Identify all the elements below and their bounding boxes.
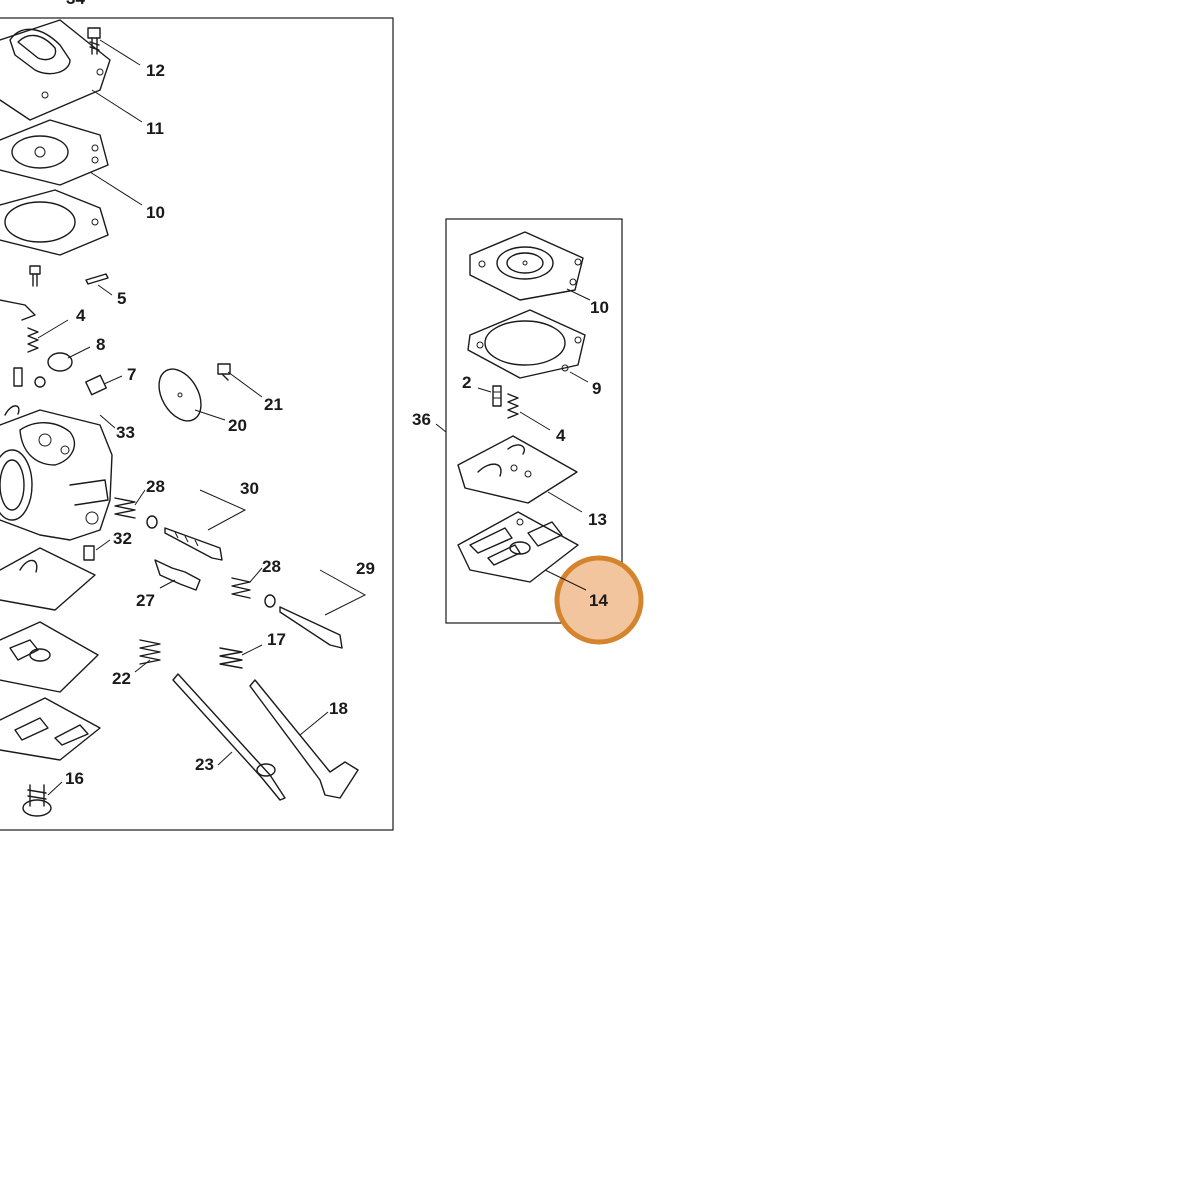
label-7: 7 — [127, 365, 136, 384]
part-gasket-9-main — [0, 189, 109, 256]
highlight-ring-14[interactable] — [554, 555, 644, 645]
needle-27 — [154, 559, 201, 591]
label-28-top: 28 — [146, 477, 165, 496]
label-34: 34 — [66, 0, 85, 8]
main-labels: 34 12 11 10 5 4 8 7 21 20 33 28 30 32 28… — [65, 0, 375, 788]
label-kit-4: 4 — [556, 426, 566, 445]
shaft-18 — [249, 679, 359, 799]
kit-leader-13 — [547, 491, 583, 513]
kit-inlet-needle-2 — [492, 385, 502, 407]
pin-5 — [85, 273, 109, 285]
label-20: 20 — [228, 416, 247, 435]
kit-gasket-9 — [467, 309, 586, 379]
label-21: 21 — [264, 395, 283, 414]
spring-4-main — [27, 327, 39, 353]
kit-leader-4 — [519, 411, 551, 431]
label-kit-2: 2 — [462, 373, 471, 392]
label-16: 16 — [65, 769, 84, 788]
label-5: 5 — [117, 289, 126, 308]
o-ring-a — [146, 515, 158, 529]
clip — [4, 405, 20, 416]
label-33: 33 — [116, 423, 135, 442]
spring-17 — [219, 647, 243, 669]
kit-spring-4 — [507, 393, 519, 419]
label-29: 29 — [356, 559, 375, 578]
spring-28-a — [114, 497, 136, 519]
part-plate-14-main — [0, 621, 99, 693]
throttle-disc-20 — [158, 368, 202, 422]
kit-36-frame — [445, 218, 623, 624]
part-gasket-13-main — [0, 547, 96, 611]
spring-22 — [139, 639, 161, 665]
kit-leader-9 — [569, 371, 589, 383]
screw-16 — [22, 784, 52, 817]
kit-leader-10 — [566, 288, 591, 301]
needle-29 — [279, 569, 367, 649]
kit-plate-14 — [457, 511, 579, 583]
label-17: 17 — [267, 630, 286, 649]
label-kit-13: 13 — [588, 510, 607, 529]
screw-12 — [87, 27, 101, 55]
label-30: 30 — [240, 479, 259, 498]
screw-21 — [217, 363, 231, 381]
kit-leader-14 — [544, 569, 587, 591]
o-ring-b — [264, 594, 276, 608]
nut-small — [34, 376, 46, 388]
needle-30 — [164, 489, 247, 561]
spring-28-b — [231, 577, 251, 599]
label-kit-14[interactable]: 14 — [589, 591, 608, 610]
kit-gasket-13 — [457, 435, 578, 504]
label-kit-36: 36 — [412, 410, 431, 429]
label-28-bottom: 28 — [262, 557, 281, 576]
kit-diaphragm-10 — [469, 231, 584, 301]
label-10: 10 — [146, 203, 165, 222]
label-11: 11 — [146, 119, 164, 138]
main-diagram-frame — [0, 17, 394, 831]
screw-small — [29, 265, 41, 287]
part-pump-plate-lower — [0, 697, 101, 761]
label-22: 22 — [112, 669, 131, 688]
lever — [0, 299, 36, 321]
label-27: 27 — [136, 591, 155, 610]
carburetor-body-33 — [0, 409, 113, 541]
kit-leader-2 — [477, 387, 492, 393]
valve-7 — [85, 374, 107, 396]
label-8: 8 — [96, 335, 105, 354]
part-diaphragm-10 — [0, 119, 109, 186]
part-cover-11 — [0, 19, 111, 121]
label-4: 4 — [76, 306, 86, 325]
kit-36-leader — [435, 423, 447, 433]
needle-small — [13, 367, 23, 387]
label-kit-9: 9 — [592, 379, 601, 398]
label-kit-10: 10 — [590, 298, 609, 317]
label-32: 32 — [113, 529, 132, 548]
label-12: 12 — [146, 61, 165, 80]
label-18: 18 — [329, 699, 348, 718]
sleeve-32 — [83, 545, 95, 561]
label-23: 23 — [195, 755, 214, 774]
main-leader-lines — [37, 39, 329, 796]
plug-8 — [47, 352, 73, 372]
shaft-23 — [172, 673, 286, 801]
